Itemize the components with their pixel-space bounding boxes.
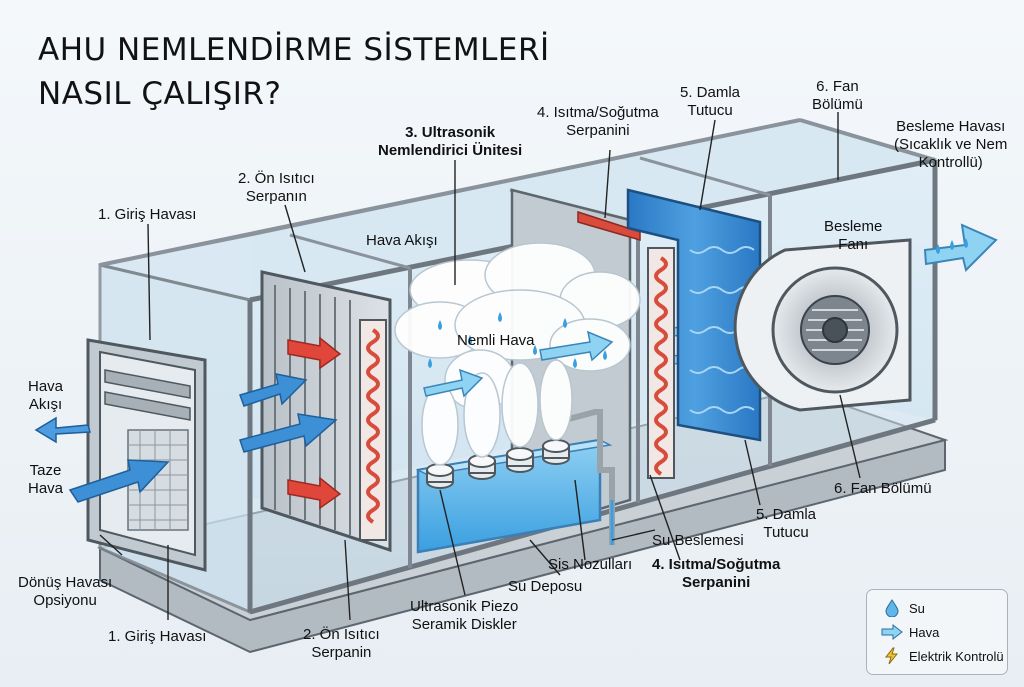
label-preheater-top: 2. Ön Isıtıcı Serpanın	[238, 170, 315, 205]
preheater-coil	[260, 270, 392, 553]
label-water-supply: Su Beslemesi	[652, 532, 744, 549]
label-fan-bottom: 6. Fan Bölümü	[834, 480, 932, 497]
leader-lines	[99, 112, 861, 621]
legend-air-label: Hava	[909, 624, 940, 640]
label-inlet-bottom: 1. Giriş Havası	[108, 628, 207, 645]
label-preheater-bottom: 2. Ön Isıtıcı Serpanin	[303, 626, 380, 661]
label-eliminator-bottom: 5. Damla Tutucu	[756, 506, 817, 541]
legend-water-label: Su	[909, 600, 925, 616]
legend-item-water: Su	[881, 598, 925, 618]
supply-fan	[733, 238, 912, 412]
page-title: AHU NEMLENDİRME SİSTEMLERİ NASIL ÇALIŞIR…	[38, 32, 550, 112]
label-air-flow-mid: Hava Akışı	[366, 232, 438, 249]
label-eliminator-top: 5. Damla Tutucu	[680, 84, 741, 119]
label-air-flow-left: Hava Akışı	[28, 378, 64, 413]
inlet-damper	[86, 338, 207, 572]
label-fresh-air: Taze Hava	[28, 462, 64, 497]
label-return-air: Dönüş Havası Opsiyonu	[18, 574, 113, 609]
legend-electric-label: Elektrik Kontrolü	[909, 648, 1004, 664]
label-supply-air: Besleme Havası (Sıcaklık ve Nem Kontroll…	[894, 118, 1008, 171]
legend-item-air: Hava	[881, 622, 939, 642]
air-arrow-icon	[881, 623, 903, 641]
mist-cloud	[394, 242, 641, 466]
drift-eliminator	[626, 188, 762, 442]
label-humidifier-top: 3. Ultrasonik Nemlendirici Ünitesi	[378, 124, 523, 159]
air-arrows	[34, 373, 338, 503]
lightning-icon	[884, 647, 899, 665]
supply-air-arrow	[923, 223, 998, 272]
label-piezo: Ultrasonik Piezo Seramik Diskler	[410, 598, 519, 633]
cooling-coil	[577, 210, 675, 479]
heat-arrows	[287, 336, 342, 510]
water-drop-icon	[885, 599, 899, 617]
label-humid-air: Nemli Hava	[457, 332, 535, 349]
legend-item-electric: Elektrik Kontrolü	[881, 646, 1004, 666]
legend: Su Hava Elektrik Kontrolü	[866, 589, 1008, 675]
label-coil-top: 4. Isıtma/Soğutma Serpanini	[537, 104, 659, 139]
label-nozzles: Sis Nozulları	[548, 556, 633, 573]
label-coil-bottom: 4. Isıtma/Soğutma Serpanini	[652, 556, 781, 591]
label-fan-top: 6. Fan Bölümü	[812, 78, 863, 113]
label-water-tank: Su Deposu	[508, 578, 583, 595]
label-inlet-top: 1. Giriş Havası	[98, 206, 197, 223]
label-supply-fan: Besleme Fanı	[824, 218, 883, 253]
